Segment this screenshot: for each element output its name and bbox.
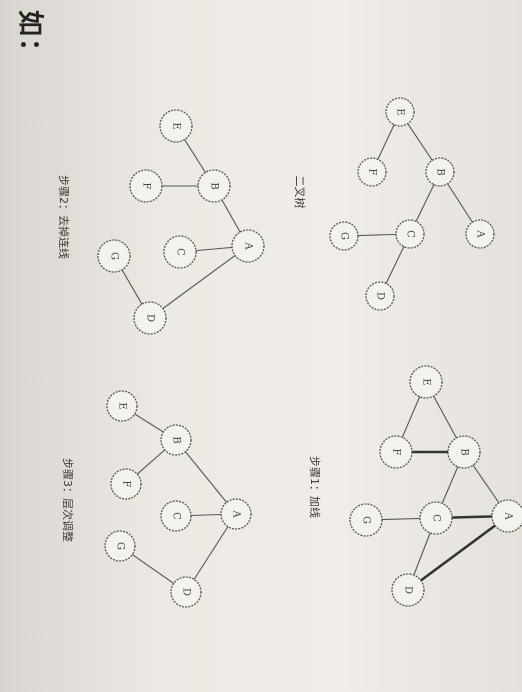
node-circle: [357, 157, 387, 187]
edge-step1-D-A: [407, 514, 509, 592]
node-step3-C: C: [160, 500, 192, 532]
node-step1-D: D: [391, 573, 425, 607]
node-step2-E: E: [159, 109, 193, 143]
node-step3-A: A: [220, 498, 252, 530]
node-label: G: [115, 542, 126, 550]
node-label: F: [367, 169, 378, 176]
node-label: G: [361, 516, 372, 524]
node-circle: [160, 500, 192, 532]
node-label: D: [181, 588, 192, 596]
node-circle: [447, 435, 481, 469]
node-step3-F: F: [110, 468, 142, 500]
node-label: B: [459, 448, 470, 455]
node-label: A: [475, 229, 486, 238]
node-circle: [365, 281, 395, 311]
node-label: E: [395, 108, 406, 115]
node-step2-C: C: [163, 235, 197, 269]
node-label: C: [175, 248, 186, 256]
node-circle: [220, 498, 252, 530]
node-step1-E: E: [409, 365, 443, 399]
node-step1-A: A: [491, 499, 522, 533]
page-heading: 如：: [14, 9, 45, 67]
label-step1: 步骤1：加线: [308, 456, 321, 518]
node-label: C: [405, 230, 416, 238]
node-circle: [329, 221, 359, 251]
node-label: D: [145, 314, 156, 322]
node-circle: [129, 169, 163, 203]
node-circle: [425, 157, 455, 187]
node-circle: [197, 169, 231, 203]
graph-step1: A B C D E F G: [349, 365, 522, 607]
node-circle: [419, 501, 453, 535]
node-circle: [231, 229, 265, 263]
node-original-A: A: [465, 219, 495, 249]
node-step2-F: F: [129, 169, 163, 203]
node-step3-B: B: [160, 424, 192, 456]
node-label: E: [117, 402, 128, 409]
node-circle: [491, 499, 522, 533]
node-step3-G: G: [104, 530, 136, 562]
node-label: C: [171, 512, 182, 520]
node-circle: [97, 239, 131, 273]
node-circle: [391, 573, 425, 607]
node-circle: [159, 109, 193, 143]
node-label: D: [403, 586, 414, 594]
node-circle: [409, 365, 443, 399]
node-circle: [385, 97, 415, 127]
graph-step2: A B C D E F G: [97, 109, 265, 335]
node-label: F: [391, 449, 402, 456]
node-label: A: [243, 241, 254, 250]
graph-original: A B C D E F G: [329, 97, 495, 311]
label-step3: 步骤3：层次调整: [61, 458, 74, 542]
node-label: F: [121, 481, 132, 488]
node-step1-G: G: [349, 503, 383, 537]
node-circle: [349, 503, 383, 537]
node-label: E: [421, 378, 432, 385]
graph-step3: A B C D E F G: [104, 390, 252, 608]
node-label: B: [171, 436, 182, 443]
node-step2-B: B: [197, 169, 231, 203]
node-circle: [465, 219, 495, 249]
node-label: B: [209, 182, 220, 189]
node-step1-C: C: [419, 501, 453, 535]
node-original-C: C: [395, 219, 425, 249]
node-label: G: [339, 232, 350, 240]
node-step3-E: E: [106, 390, 138, 422]
label-step2: 步骤2：去掉连线: [57, 175, 70, 259]
node-circle: [133, 301, 167, 335]
node-original-E: E: [385, 97, 415, 127]
node-step2-D: D: [133, 301, 167, 335]
edge-step2-D-A: [149, 245, 249, 319]
node-circle: [106, 390, 138, 422]
edge-step3-B-A: [175, 439, 237, 515]
node-label: C: [431, 514, 442, 522]
node-circle: [163, 235, 197, 269]
node-circle: [160, 424, 192, 456]
node-circle: [110, 468, 142, 500]
node-label: E: [171, 122, 182, 129]
node-label: A: [503, 511, 514, 520]
node-original-D: D: [365, 281, 395, 311]
node-original-G: G: [329, 221, 359, 251]
node-circle: [379, 435, 413, 469]
node-step1-B: B: [447, 435, 481, 469]
node-label: G: [109, 252, 120, 260]
node-step2-A: A: [231, 229, 265, 263]
node-label: A: [231, 509, 242, 518]
node-original-B: B: [425, 157, 455, 187]
node-step1-F: F: [379, 435, 413, 469]
node-circle: [104, 530, 136, 562]
node-step3-D: D: [170, 576, 202, 608]
node-label: B: [435, 168, 446, 175]
node-original-F: F: [357, 157, 387, 187]
node-label: F: [141, 183, 152, 190]
node-step2-G: G: [97, 239, 131, 273]
label-original-graph: 二叉树: [293, 175, 306, 209]
node-circle: [170, 576, 202, 608]
node-circle: [395, 219, 425, 249]
node-label: D: [375, 292, 386, 300]
